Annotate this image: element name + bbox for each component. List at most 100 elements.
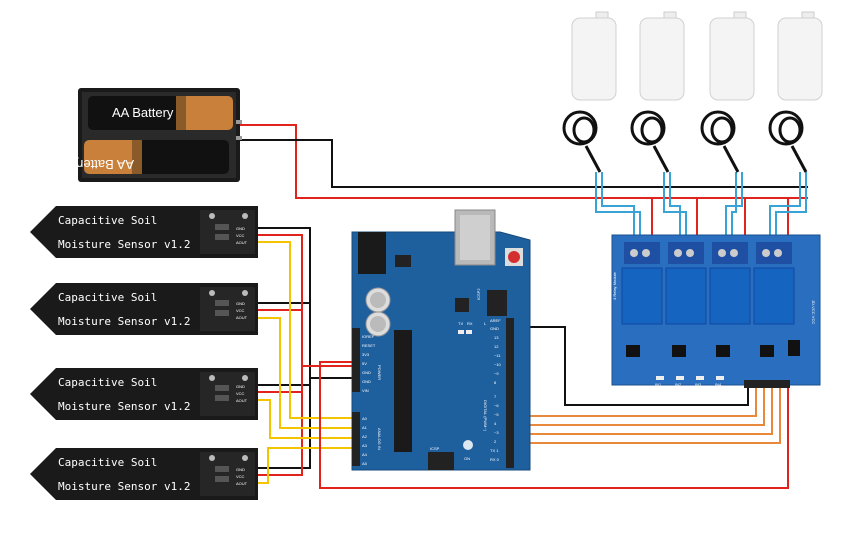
wire-d4-in2 <box>512 388 765 426</box>
pin-a1: A1 <box>362 425 368 430</box>
wire-battery-red <box>240 124 808 199</box>
wire-pump-cyan-1b <box>601 172 635 245</box>
pin-2: 2 <box>494 439 497 444</box>
icsp-header <box>428 452 454 470</box>
sensor-4-pin-aout: AOUT <box>236 481 248 486</box>
pin-tx1: TX 1 <box>490 448 499 453</box>
icsp2-label: ICSP2 <box>476 288 481 300</box>
digital-header <box>506 318 514 468</box>
rx-label: RX <box>467 321 473 326</box>
pump-1 <box>562 11 617 173</box>
pin-13: 13 <box>494 335 499 340</box>
pin-3: ~3 <box>494 430 499 435</box>
relay-in1-label: IN1 <box>655 382 662 387</box>
wire-sensor2-aout <box>258 317 355 429</box>
wire-arduino-5v-relay <box>319 361 789 489</box>
sensor-3-pin-gnd: GND <box>236 384 245 389</box>
wire-sensor4-gnd <box>258 378 311 469</box>
pin-a4: A4 <box>362 452 368 457</box>
pin-a2: A2 <box>362 434 368 439</box>
wire-d5-in1 <box>512 388 757 417</box>
pin-a5: A5 <box>362 461 368 466</box>
sensor-1-line1: Capacitive Soil <box>58 214 157 227</box>
relay-terminals <box>624 242 792 264</box>
wires <box>240 124 808 489</box>
reset-button[interactable] <box>508 251 520 263</box>
wire-sensor1-vcc <box>258 234 355 367</box>
relay-2 <box>665 267 707 325</box>
wire-pump-cyan-2b <box>669 172 681 245</box>
pump-2 <box>630 11 685 173</box>
pin-aref: AREF <box>490 318 501 323</box>
analog-header-label: ANALOG IN <box>377 428 382 450</box>
soil-sensor-4: Capacitive Soil Moisture Sensor v1.2 GND… <box>30 448 258 500</box>
sensor-4-line2: Moisture Sensor v1.2 <box>58 480 190 493</box>
battery-bottom: AA Battery <box>72 140 229 174</box>
sensor-3-line1: Capacitive Soil <box>58 376 157 389</box>
sensor-2-pin-aout: AOUT <box>236 315 248 320</box>
pin-4: 4 <box>494 421 497 426</box>
sensor-3-pin-aout: AOUT <box>236 398 248 403</box>
sensor-3-line2: Moisture Sensor v1.2 <box>58 400 190 413</box>
wire-sensor3-aout <box>258 399 355 439</box>
sensor-2-pin-gnd: GND <box>236 301 245 306</box>
sensor-2-line2: Moisture Sensor v1.2 <box>58 315 190 328</box>
pin-a3: A3 <box>362 443 368 448</box>
pin-8: 8 <box>494 380 497 385</box>
pin-5v: 5V <box>362 361 367 366</box>
pin-5: ~5 <box>494 412 499 417</box>
wire-arduino-gnd-relay <box>512 326 749 406</box>
relay-in4-label: IN4 <box>715 382 722 387</box>
digital-header-label: DIGITAL (PWM~) <box>483 400 488 432</box>
pin-vin: VIN <box>362 388 369 393</box>
wire-sensor4-vcc <box>258 366 303 476</box>
pin-gnd-a: GND <box>362 370 371 375</box>
wire-sensor1-aout <box>258 241 355 419</box>
wire-pump-cyan-3 <box>731 172 737 245</box>
relay-in3-label: IN3 <box>695 382 702 387</box>
power-header-label: POWER <box>377 365 382 380</box>
sensor-2-line1: Capacitive Soil <box>58 291 157 304</box>
soil-sensor-3: Capacitive Soil Moisture Sensor v1.2 GND… <box>30 368 258 420</box>
power-header <box>352 328 360 392</box>
sensor-1-pin-vcc: VCC <box>236 233 245 238</box>
pin-reset: RESET <box>362 343 376 348</box>
power-pin-labels: IOREF RESET 3V3 5V GND GND VIN <box>362 334 376 393</box>
soil-sensor-1: Capacitive Soil Moisture Sensor v1.2 GND… <box>30 206 258 258</box>
atmega-chip <box>394 330 412 452</box>
sensor-4-pin-vcc: VCC <box>236 474 245 479</box>
relay-jd-label: JD-VCC VCC <box>811 300 816 324</box>
l-led-label: L <box>484 321 487 326</box>
wire-sensor4-aout <box>258 447 355 484</box>
soil-sensor-2: Capacitive Soil Moisture Sensor v1.2 GND… <box>30 283 258 335</box>
battery-bottom-label: AA Battery <box>72 157 134 172</box>
wire-pump-cyan-3b <box>725 172 743 245</box>
analog-pin-labels: A0 A1 A2 A3 A4 A5 <box>362 416 368 466</box>
battery-top-label: AA Battery <box>112 105 174 120</box>
sensor-4-pin-gnd: GND <box>236 467 245 472</box>
pin-11: ~11 <box>494 353 501 358</box>
wire-pump-cyan-4b <box>769 172 801 245</box>
wire-pump-cyan-1 <box>595 172 641 245</box>
relay-cubes <box>621 267 795 325</box>
pin-6: ~6 <box>494 403 499 408</box>
wire-pump-cyan-2 <box>663 172 687 245</box>
sensor-1-pin-aout: AOUT <box>236 240 248 245</box>
on-led-label: ON <box>464 456 470 461</box>
sensor-4-line1: Capacitive Soil <box>58 456 157 469</box>
pin-3v3: 3V3 <box>362 352 370 357</box>
pin-10: ~10 <box>494 362 502 367</box>
relay-1 <box>621 267 663 325</box>
pin-a0: A0 <box>362 416 368 421</box>
relay-module-label: 4 Relay Module <box>612 271 617 300</box>
digital-pin-labels: AREF GND 13 12 ~11 ~10 ~9 8 7 ~6 ~5 4 ~3… <box>490 318 502 462</box>
wire-pump-cyan-4 <box>775 172 807 245</box>
pin-9: ~9 <box>494 371 499 376</box>
icsp2-header <box>487 290 507 316</box>
relay-header <box>744 380 790 388</box>
battery-top: AA Battery <box>88 96 233 130</box>
pin-ioref: IOREF <box>362 334 375 339</box>
wire-battery-black <box>240 139 808 188</box>
icsp-label: ICSP <box>430 446 440 451</box>
